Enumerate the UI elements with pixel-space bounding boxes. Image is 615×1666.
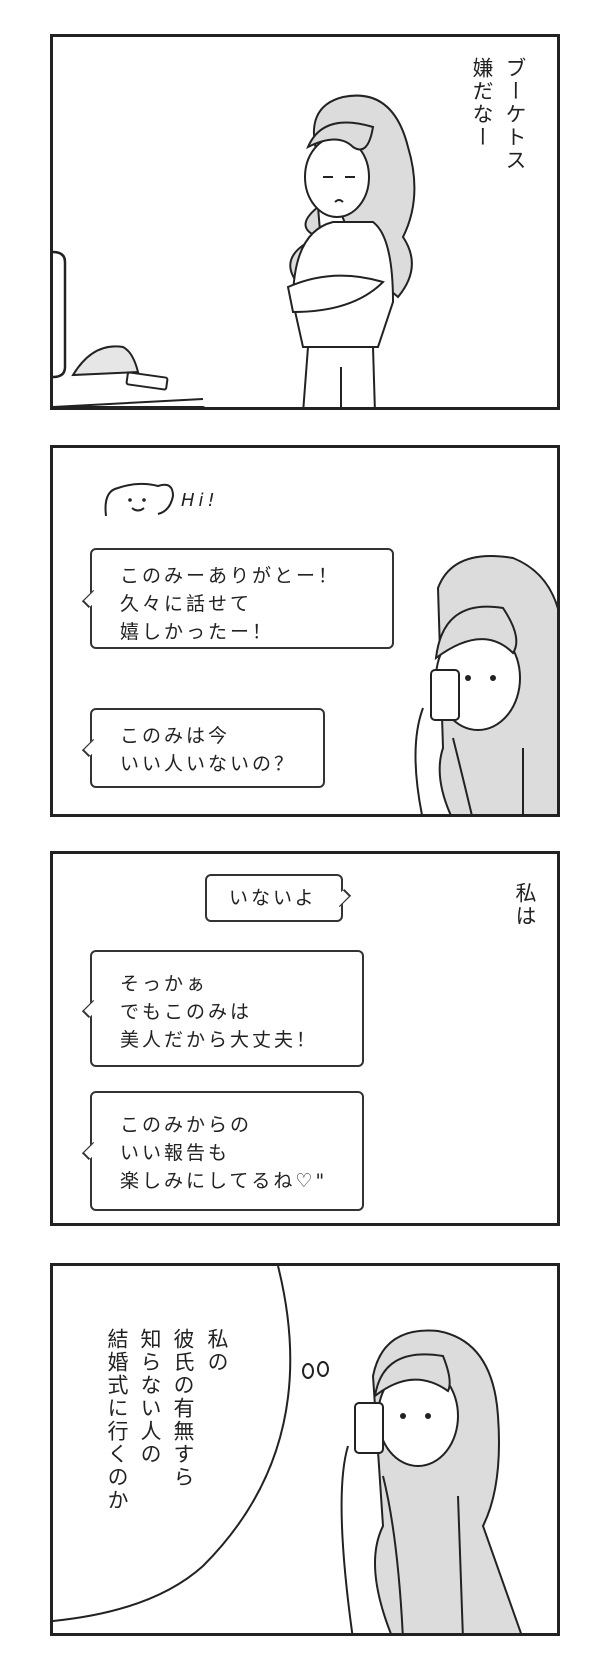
- message-line: 美人だから大丈夫！: [120, 1029, 319, 1051]
- message-line: いい報告も: [120, 1142, 231, 1164]
- caption-line-1: 私は: [513, 882, 537, 928]
- message-line: でもこのみは: [120, 1001, 253, 1023]
- girl-reading-phone-illustration: [414, 555, 557, 814]
- message-line: このみからの: [120, 1114, 253, 1136]
- message-line: いい人いないの？: [120, 753, 297, 775]
- message-bubble: このみーありがとー！ 久々に話せて 嬉しかったー！: [81, 548, 394, 649]
- thought-bubble-outline: [53, 1266, 329, 1622]
- reply-text: いないよ: [229, 887, 317, 909]
- girl-arms-crossed-illustration: [286, 94, 416, 407]
- panel-4: 私の 彼氏の有無すら 知らない人の 結婚式に行くのか: [50, 1263, 560, 1636]
- panel-2: Hi! このみーありがとー！ 久々に話せて 嬉しかったー！ このみは今 いい人い…: [50, 445, 560, 817]
- message-line: このみは今: [120, 725, 231, 747]
- message-line: 楽しみにしてるね♡": [120, 1170, 328, 1192]
- tv-and-table-illustration: [53, 250, 206, 407]
- message-bubble: このみは今 いい人いないの？: [81, 708, 325, 788]
- bubble-tail: [81, 1141, 101, 1161]
- message-line: 嬉しかったー！: [120, 621, 275, 643]
- thought-line-1: 私の: [205, 1328, 229, 1374]
- message-line: このみーありがとー！: [120, 565, 341, 587]
- thought-line-3: 知らない人の: [138, 1328, 162, 1466]
- message-line: 久々に話せて: [120, 593, 253, 615]
- panel-3: 私は いないよ そっかぁ でもこのみは 美人だから大丈夫！ このみからの いい報…: [50, 851, 560, 1226]
- panel-1: ブーケトス 嫌だなー: [50, 34, 560, 410]
- girl-looking-at-phone-illustration: [340, 1329, 522, 1633]
- greeting-text: Hi!: [181, 490, 219, 511]
- caption-line-2: 嫌だなー: [470, 57, 494, 149]
- thought-line-2: 彼氏の有無すら: [171, 1328, 195, 1489]
- caption-line-1: ブーケトス: [503, 57, 527, 172]
- bear-icon: [104, 482, 175, 517]
- thought-line-4: 結婚式に行くのか: [105, 1328, 129, 1512]
- message-bubble: そっかぁ でもこのみは 美人だから大丈夫！: [81, 950, 364, 1067]
- message-bubble: このみからの いい報告も 楽しみにしてるね♡": [81, 1091, 364, 1211]
- message-line: そっかぁ: [120, 973, 209, 995]
- bubble-tail: [81, 999, 101, 1018]
- reply-bubble: いないよ: [205, 874, 352, 922]
